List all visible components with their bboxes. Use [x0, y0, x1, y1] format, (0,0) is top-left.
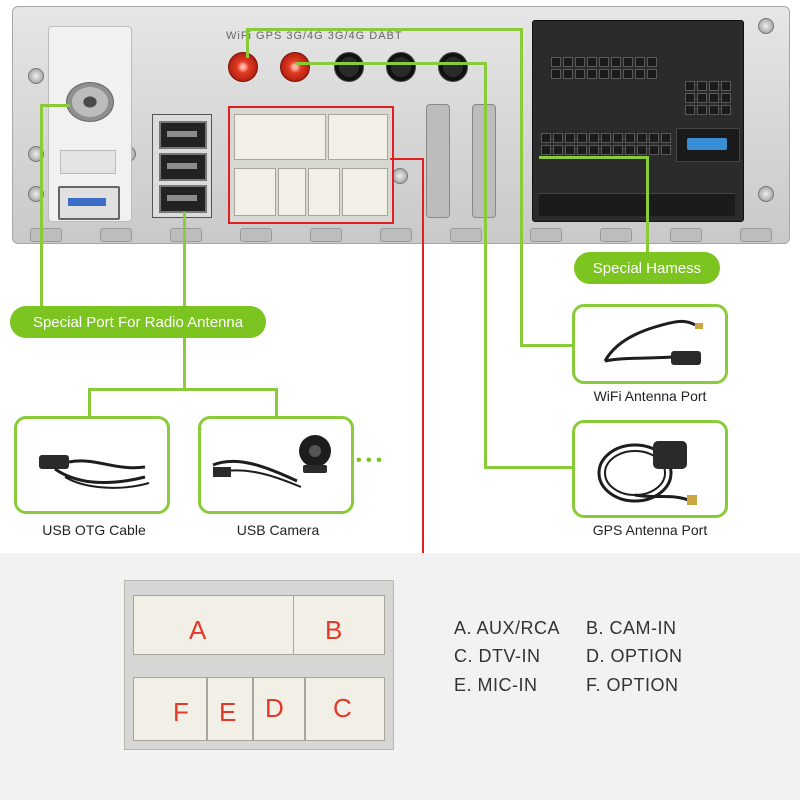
connector-line	[539, 156, 647, 159]
sma-connector-icon	[334, 52, 364, 82]
legend-item: F. OPTION	[586, 675, 679, 695]
connector-line-red	[422, 158, 424, 602]
plug-letter-d: D	[265, 693, 284, 723]
connector-detail-section	[0, 553, 800, 800]
connector-line	[246, 28, 249, 58]
rca-connector-block	[228, 106, 394, 224]
connector-line	[484, 62, 487, 468]
plug-letter-f: F	[173, 697, 189, 727]
screw	[758, 18, 774, 34]
screw	[392, 168, 408, 184]
more-items-dots: • • •	[356, 452, 382, 469]
connector-line	[246, 28, 523, 31]
plug-letter-a: A	[189, 615, 207, 645]
usb-camera-card	[198, 416, 354, 514]
plug-d-housing	[253, 677, 305, 741]
screw	[758, 186, 774, 202]
panel-tab	[740, 228, 772, 242]
harness-connector-block	[532, 20, 744, 222]
connector-line	[296, 62, 486, 65]
screw	[28, 68, 44, 84]
connector-plug	[234, 114, 326, 160]
panel-tab	[30, 228, 62, 242]
usb-port-stack	[152, 114, 212, 218]
vent-slot	[426, 104, 450, 218]
wifi-antenna-icon	[603, 319, 703, 365]
connector-plug	[278, 168, 306, 216]
connector-plug	[308, 168, 340, 216]
legend-item: E. MIC-IN	[454, 675, 538, 695]
panel-tab	[670, 228, 702, 242]
connector-plug	[342, 168, 388, 216]
panel-label-plate	[60, 150, 116, 174]
sma-connector-icon	[228, 52, 258, 82]
fuse-icon	[676, 128, 740, 162]
panel-tab	[530, 228, 562, 242]
sma-connector-icon	[386, 52, 416, 82]
usb-port-icon	[159, 121, 207, 149]
usb-port-icon	[159, 185, 207, 213]
plug-a-housing	[133, 595, 295, 655]
connector-line	[275, 388, 278, 418]
gps-antenna-card	[572, 420, 728, 518]
connector-line	[646, 156, 649, 254]
connector-line	[40, 104, 43, 310]
sma-connector-icon	[280, 52, 310, 82]
harness-label: Special Hamess	[574, 252, 720, 284]
panel-tab	[170, 228, 202, 242]
harness-pins	[541, 133, 671, 155]
harness-pins	[685, 81, 731, 115]
usb-camera-icon	[212, 435, 331, 488]
connector-line	[183, 212, 186, 390]
connector-line	[40, 104, 70, 107]
usb-otg-card	[14, 416, 170, 514]
connector-line	[520, 28, 523, 346]
harness-pins	[551, 57, 657, 79]
plug-f-housing	[133, 677, 207, 741]
connector-line	[484, 466, 575, 469]
connector-line-red	[390, 158, 424, 160]
legend-item: A. AUX/RCA	[454, 618, 561, 638]
panel-tab	[450, 228, 482, 242]
panel-tab	[600, 228, 632, 242]
gps-antenna-caption: GPS Antenna Port	[592, 522, 708, 538]
gps-antenna-icon	[597, 441, 697, 505]
connector-line	[520, 344, 575, 347]
wifi-antenna-caption: WiFi Antenna Port	[593, 388, 707, 404]
plug-letter-b: B	[325, 615, 343, 645]
sma-connector-icon	[438, 52, 468, 82]
panel-tab	[380, 228, 412, 242]
usb-cable-icon	[39, 455, 150, 489]
legend-item: B. CAM-IN	[586, 618, 677, 638]
legend-item: C. DTV-IN	[454, 646, 541, 666]
usb-port-icon	[159, 153, 207, 181]
legend-item: D. OPTION	[586, 646, 683, 666]
usb-camera-caption: USB Camera	[236, 522, 320, 538]
usb-otg-caption: USB OTG Cable	[42, 522, 146, 538]
panel-tab	[240, 228, 272, 242]
radio-antenna-label: Special Port For Radio Antenna	[10, 306, 266, 338]
connector-line	[88, 388, 91, 418]
connector-plug	[234, 168, 276, 216]
wifi-antenna-card	[572, 304, 728, 384]
plug-letter-c: C	[333, 693, 352, 723]
sma-port-labels: WiFi GPS 3G/4G 3G/4G DABT	[226, 30, 403, 42]
rca-plug-photo: A B F E D C	[124, 580, 394, 750]
connector-line	[88, 388, 278, 391]
radio-antenna-jack-icon	[66, 82, 114, 122]
panel-tab	[100, 228, 132, 242]
plug-e-housing	[207, 677, 253, 741]
usb-port-icon	[58, 186, 120, 220]
plug-c-housing	[305, 677, 385, 741]
connector-plug	[328, 114, 388, 160]
plug-b-housing	[293, 595, 385, 655]
plug-letter-e: E	[219, 697, 237, 727]
panel-tab	[310, 228, 342, 242]
harness-bottom-row	[539, 193, 735, 216]
